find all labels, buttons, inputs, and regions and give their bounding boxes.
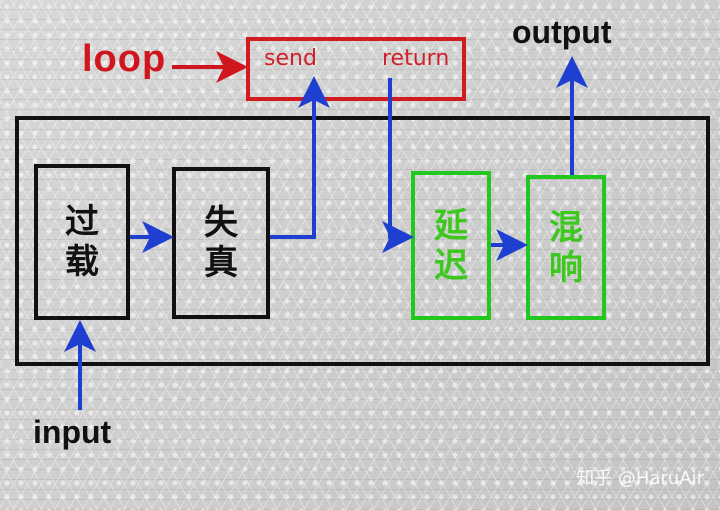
input-label: input	[33, 414, 112, 450]
watermark: 知乎 @HaruAir	[576, 468, 704, 489]
send-label: send	[264, 46, 317, 71]
reverb-char-2: 响	[549, 247, 583, 288]
loop-label: loop	[82, 38, 167, 80]
distortion-char-1: 失	[204, 203, 238, 243]
reverb-char-1: 混	[549, 207, 583, 248]
return-label: return	[382, 46, 450, 71]
overdrive-block: 过 载	[34, 164, 130, 320]
return-to-delay-arrow	[382, 78, 414, 253]
distortion-block: 失 真	[172, 167, 270, 319]
reverb-block: 混 响	[526, 175, 606, 320]
delay-char-2: 迟	[434, 245, 468, 286]
overdrive-char-2: 载	[65, 242, 99, 282]
overdrive-char-1: 过	[65, 202, 99, 242]
distortion-char-2: 真	[204, 243, 238, 283]
delay-char-1: 延	[434, 205, 468, 246]
fx-loop-box	[246, 37, 466, 101]
distortion-to-send-arrow	[270, 76, 330, 239]
output-label: output	[512, 14, 612, 50]
pedalboard-frame	[15, 116, 710, 366]
